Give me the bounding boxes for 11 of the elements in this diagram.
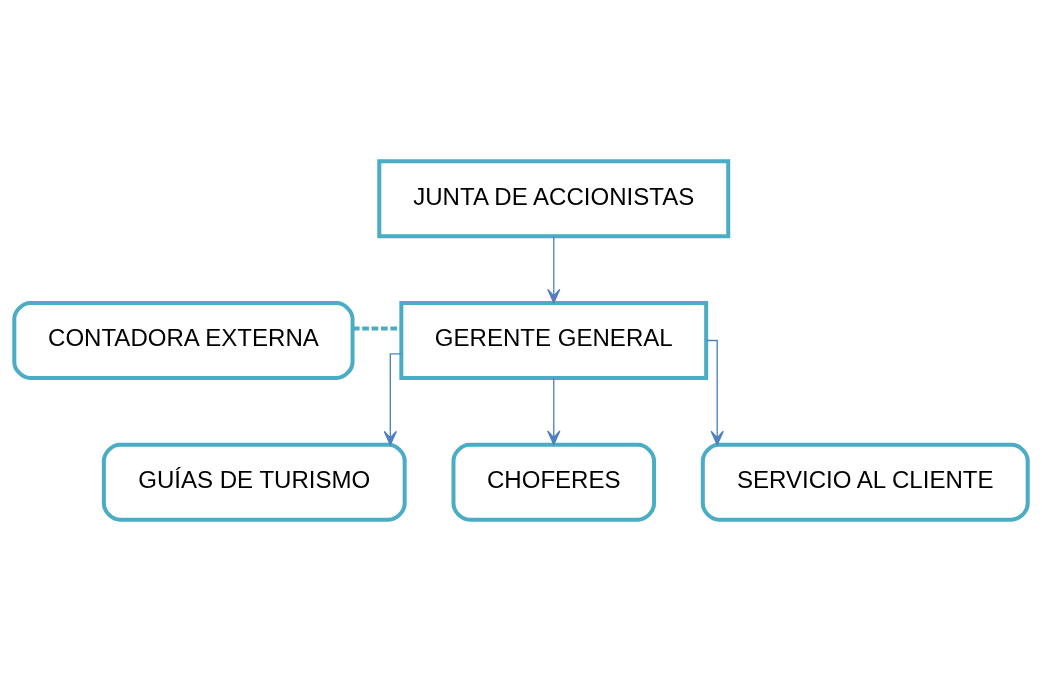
arrow: [383, 353, 402, 446]
node-box: GUÍAS DE TURISMO: [101, 442, 407, 522]
node-box: JUNTA DE ACCIONISTAS: [377, 159, 731, 239]
connector: [352, 326, 401, 331]
node-box: CHOFERES: [451, 442, 657, 522]
node-box: SERVICIO AL CLIENTE: [700, 442, 1030, 522]
node-box: GERENTE GENERAL: [399, 301, 709, 380]
arrow: [547, 377, 561, 446]
arrow: [547, 235, 561, 304]
arrow: [705, 339, 724, 446]
node-box: CONTADORA EXTERNA: [12, 301, 355, 380]
